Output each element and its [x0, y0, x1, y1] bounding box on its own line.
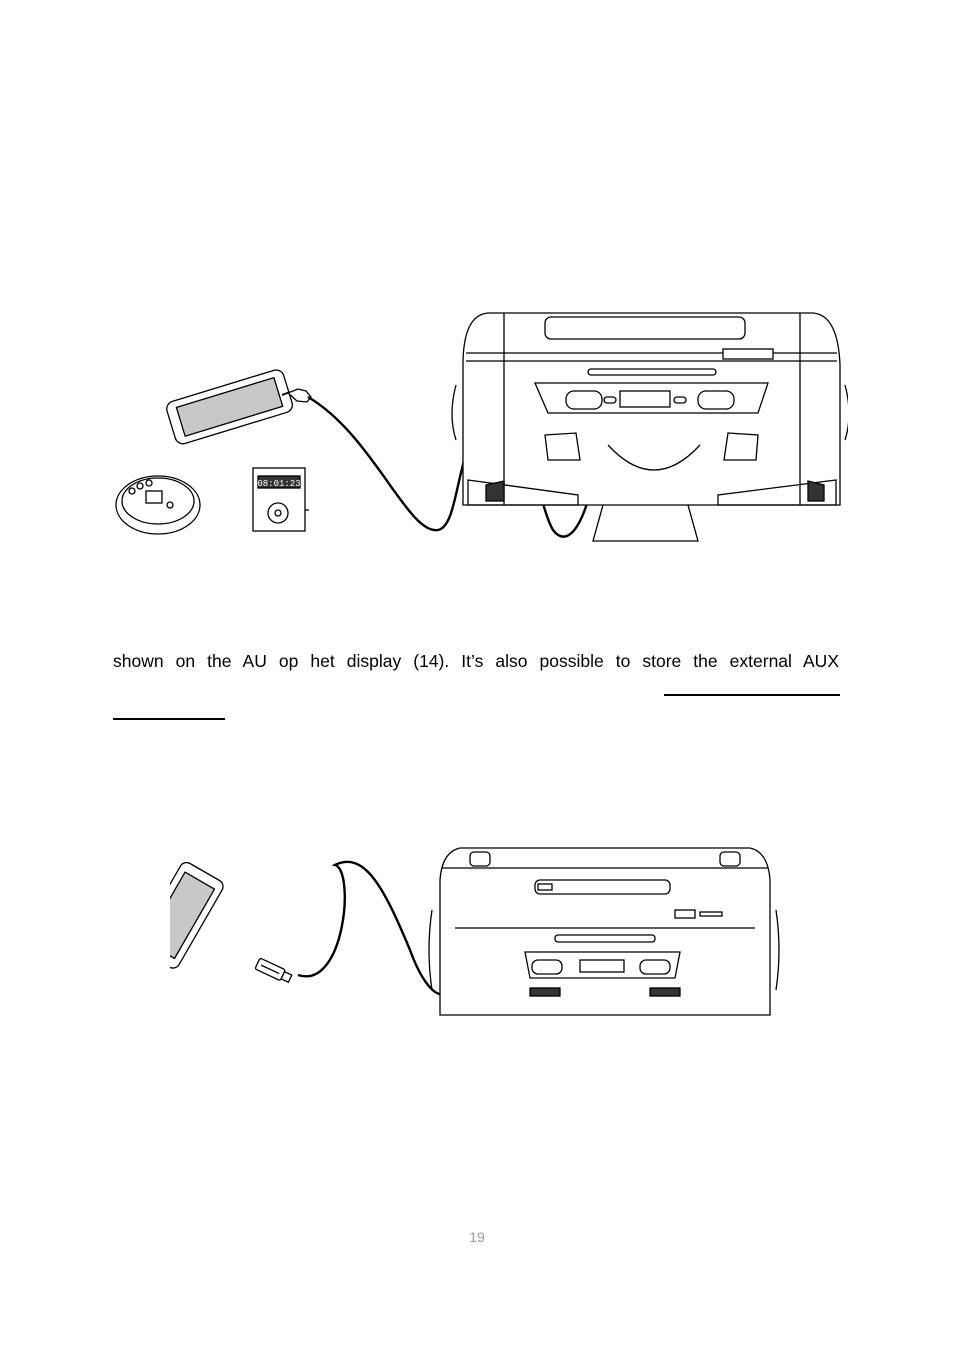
boombox-front-view [428, 847, 780, 1016]
underline-rule-right [664, 694, 840, 696]
portable-cd-player [115, 475, 201, 535]
boombox-rear-view [451, 312, 848, 542]
mp3-player: 08:01:23 [252, 467, 309, 532]
usb-device-player [170, 861, 224, 969]
audio-jack-plug [281, 388, 312, 403]
aux-connection-illustration: 08:01:23 [108, 305, 848, 550]
usb-connection-illustration [170, 840, 790, 1030]
media-player-device [166, 369, 293, 445]
page-number: 19 [469, 1229, 485, 1245]
underline-rule-left [113, 718, 225, 720]
body-text-line: shown on the AU op het display (14). It’… [113, 651, 839, 671]
mp3-display-digits: 08:01:23 [257, 479, 300, 489]
usb-plug [254, 958, 293, 984]
